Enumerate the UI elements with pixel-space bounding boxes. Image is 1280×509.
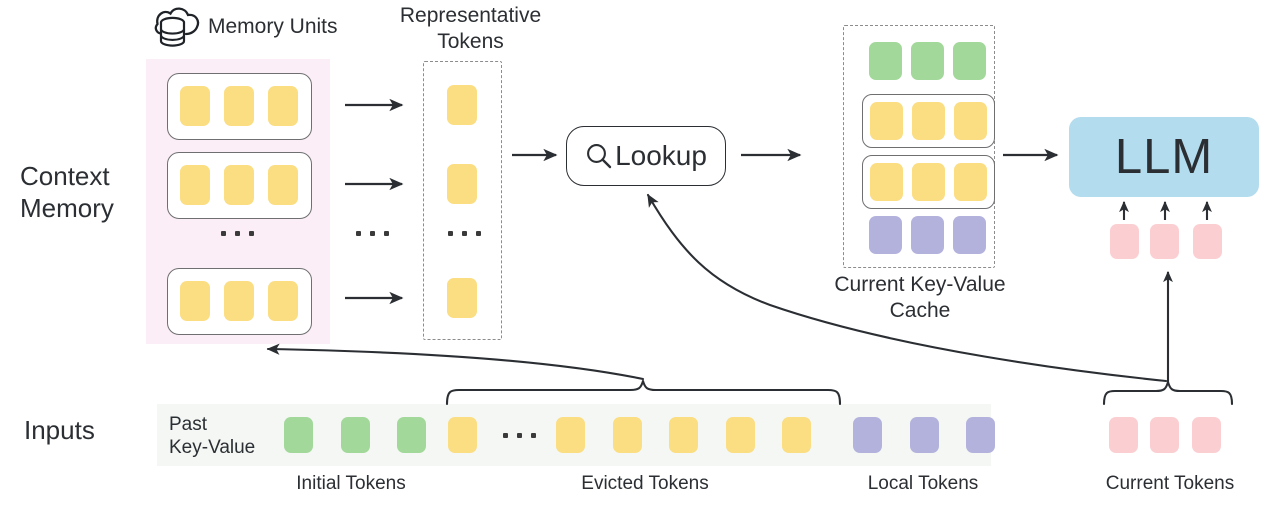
memory-token <box>180 86 210 126</box>
evicted-tokens-label: Evicted Tokens <box>581 473 709 494</box>
input-token-initial <box>284 417 313 453</box>
current-kv-cache-label: Current Key-Value Cache <box>834 273 1006 322</box>
memory-unit-row[interactable] <box>167 73 312 140</box>
local-tokens-label: Local Tokens <box>867 473 979 494</box>
representative-token <box>447 278 477 318</box>
input-token-initial <box>397 417 426 453</box>
inputs-label: Inputs <box>24 415 95 445</box>
memory-units-label: Memory Units <box>208 15 338 38</box>
initial-tokens-label: Initial Tokens <box>296 473 406 494</box>
kv-token-yellow <box>954 102 987 140</box>
memory-token <box>268 281 298 321</box>
representative-token <box>447 85 477 125</box>
kv-token-yellow <box>912 163 945 201</box>
kv-token-purple <box>911 216 944 254</box>
current-tokens-label: Current Tokens <box>1105 473 1235 494</box>
memory-token <box>180 281 210 321</box>
input-token-evicted <box>448 417 477 453</box>
kv-token-yellow <box>870 163 903 201</box>
memory-token <box>268 86 298 126</box>
inputs-evicted-ellipsis <box>503 433 536 438</box>
llm-input-token <box>1110 224 1139 259</box>
arrows-column-ellipsis <box>356 231 389 236</box>
lookup-button[interactable]: Lookup <box>566 126 726 186</box>
input-token-evicted <box>726 417 755 453</box>
lookup-label: Lookup <box>615 140 707 171</box>
representative-token <box>447 164 477 204</box>
kv-token-yellow <box>912 102 945 140</box>
current-token <box>1150 417 1179 453</box>
memory-token <box>224 86 254 126</box>
llm-box[interactable]: LLM <box>1069 117 1259 197</box>
kv-token-green <box>869 42 902 80</box>
kv-token-purple <box>869 216 902 254</box>
kv-token-green <box>911 42 944 80</box>
past-key-value-label: Past Key-Value <box>169 414 256 459</box>
input-token-evicted <box>556 417 585 453</box>
memory-unit-row[interactable] <box>167 152 312 219</box>
input-token-evicted <box>613 417 642 453</box>
memory-token <box>268 165 298 205</box>
memory-token <box>224 281 254 321</box>
kv-token-yellow <box>870 102 903 140</box>
representative-tokens-label: Representative Tokens <box>399 4 542 53</box>
llm-input-token <box>1193 224 1222 259</box>
input-token-local <box>910 417 939 453</box>
current-token <box>1109 417 1138 453</box>
representative-tokens-ellipsis <box>448 231 481 236</box>
search-icon <box>585 142 613 170</box>
kv-token-yellow <box>954 163 987 201</box>
kv-token-green <box>953 42 986 80</box>
input-token-local <box>853 417 882 453</box>
input-token-initial <box>341 417 370 453</box>
current-token <box>1192 417 1221 453</box>
kv-cache-row[interactable] <box>862 155 995 209</box>
memory-unit-row[interactable] <box>167 268 312 335</box>
input-token-evicted <box>782 417 811 453</box>
input-token-local <box>966 417 995 453</box>
memory-units-ellipsis <box>221 231 254 236</box>
llm-input-token <box>1150 224 1179 259</box>
kv-token-purple <box>953 216 986 254</box>
representative-tokens-box <box>423 61 502 340</box>
kv-cache-row[interactable] <box>862 94 995 148</box>
cloud-database-icon <box>152 4 204 52</box>
input-token-evicted <box>669 417 698 453</box>
memory-token <box>180 165 210 205</box>
context-memory-label: Context Memory <box>20 161 114 223</box>
memory-token <box>224 165 254 205</box>
